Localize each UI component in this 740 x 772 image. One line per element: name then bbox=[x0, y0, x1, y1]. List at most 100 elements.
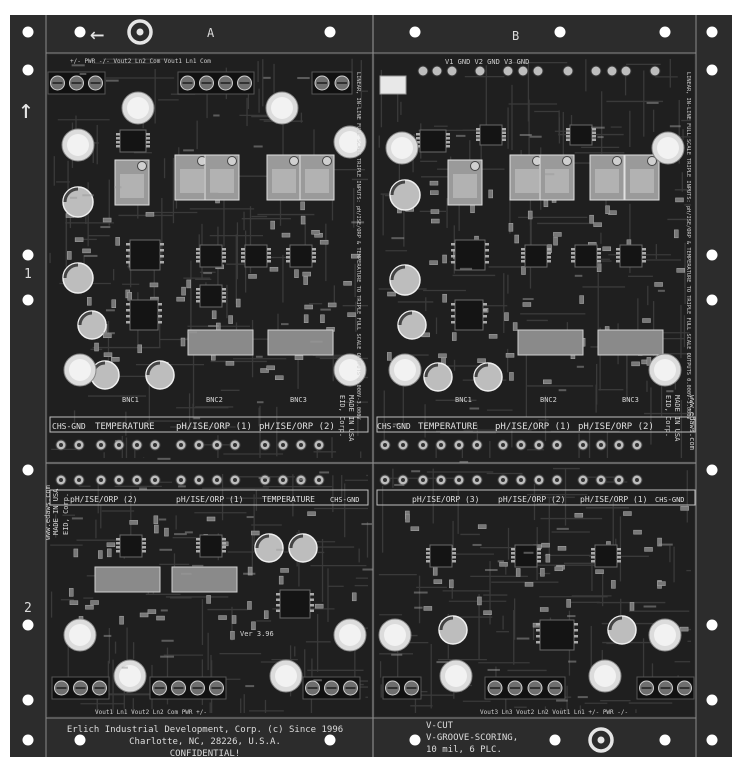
silk-mark bbox=[158, 518, 167, 521]
ic-pin bbox=[142, 542, 146, 545]
silk-mark bbox=[484, 569, 498, 572]
label-a: A bbox=[207, 26, 215, 40]
ic-pin bbox=[241, 260, 245, 263]
mounting-hole-center bbox=[69, 359, 91, 381]
smd-part bbox=[676, 268, 686, 273]
ic-chip bbox=[199, 534, 223, 558]
bnc-labels-top-a: BNC1 BNC2 BNC3 bbox=[122, 396, 307, 404]
rail-hole bbox=[22, 26, 34, 38]
smd-part bbox=[303, 314, 309, 323]
test-pad bbox=[606, 65, 618, 77]
smd-part bbox=[602, 246, 611, 252]
smd-part bbox=[574, 512, 584, 518]
test-pad bbox=[590, 65, 602, 77]
terminal-block bbox=[177, 71, 255, 95]
smd-part bbox=[557, 546, 567, 551]
cap-stripe bbox=[63, 263, 79, 279]
smd-part bbox=[87, 297, 92, 306]
silk-mark bbox=[574, 274, 583, 277]
smd-part bbox=[303, 276, 308, 285]
ic-chip bbox=[129, 299, 159, 331]
silk-mark bbox=[100, 226, 111, 229]
resistor-pack bbox=[597, 329, 664, 356]
cap-stripe bbox=[608, 616, 623, 631]
resistor-pack bbox=[187, 329, 254, 356]
bnc-section-b-bottom: pH/ISE/ORP (3) pH/ISE/ORP (2) pH/ISE/ORP… bbox=[412, 495, 685, 504]
desc-a: LINEAR, IN-LINE FULL SCALE TRIPLE INPUTS… bbox=[355, 72, 361, 420]
mounting-hole-center bbox=[271, 97, 293, 119]
vcut-line-1: V-CUT bbox=[426, 721, 454, 731]
ic-pin bbox=[426, 548, 430, 551]
ic-pin bbox=[597, 260, 601, 263]
ic-pin bbox=[446, 145, 450, 148]
smd-part bbox=[623, 511, 632, 516]
smd-part bbox=[211, 310, 217, 320]
smd-part bbox=[593, 222, 602, 227]
svg-text:pH/ISE/ORP (1): pH/ISE/ORP (1) bbox=[580, 495, 647, 504]
ic-chip bbox=[514, 544, 538, 568]
mounting-hole-center bbox=[67, 134, 89, 156]
electrolytic-capacitor bbox=[254, 533, 284, 563]
header-connector bbox=[379, 75, 407, 95]
test-pad bbox=[446, 65, 458, 77]
smd-part bbox=[294, 269, 299, 278]
ic-pin bbox=[276, 593, 280, 596]
silk-mark bbox=[313, 679, 322, 682]
svg-text:BNC1: BNC1 bbox=[455, 396, 472, 404]
rail-hole bbox=[659, 26, 671, 38]
silk-mark bbox=[174, 533, 187, 536]
bnc-pad-hole bbox=[555, 478, 559, 482]
smd-part bbox=[539, 607, 549, 612]
smd-part bbox=[508, 223, 514, 232]
ic-pin bbox=[310, 604, 314, 607]
ic-pin bbox=[547, 248, 551, 251]
test-pad bbox=[417, 65, 429, 77]
rail-hole bbox=[706, 464, 718, 476]
ic-pin bbox=[616, 248, 620, 251]
smd-part bbox=[596, 263, 602, 272]
smd-part bbox=[314, 603, 324, 609]
label-row-2: 2 bbox=[24, 601, 32, 616]
smd-part bbox=[504, 312, 509, 321]
ic-pin bbox=[222, 252, 226, 255]
ic-pin bbox=[446, 133, 450, 136]
ic-pin bbox=[158, 321, 162, 324]
rail-hole bbox=[706, 294, 718, 306]
silk-mark bbox=[139, 487, 148, 490]
smd-part bbox=[304, 304, 313, 310]
silk-mark bbox=[391, 237, 405, 240]
rail-hole bbox=[554, 26, 566, 38]
trim-screw bbox=[289, 156, 299, 166]
silk-mark bbox=[181, 572, 192, 575]
svg-text:CHS-GND: CHS-GND bbox=[655, 496, 685, 504]
bnc-label-bar bbox=[49, 416, 369, 433]
electrolytic-capacitor bbox=[389, 179, 421, 211]
svg-text:pH/ISE/ORP (2): pH/ISE/ORP (2) bbox=[70, 495, 137, 504]
smd-part bbox=[103, 352, 113, 357]
ic-pin bbox=[222, 288, 226, 291]
silk-mark bbox=[487, 668, 500, 671]
cap-stripe bbox=[390, 265, 406, 281]
smd-part bbox=[156, 615, 165, 621]
bnc-pad-hole bbox=[135, 478, 139, 482]
trim-label-area bbox=[305, 169, 329, 193]
ic-chip bbox=[619, 244, 643, 268]
mounting-hole-center bbox=[119, 665, 141, 687]
ic-pin bbox=[286, 248, 290, 251]
smd-part bbox=[431, 218, 440, 224]
svg-text:CHS-GND: CHS-GND bbox=[330, 496, 360, 504]
cap-stripe bbox=[474, 363, 489, 378]
smd-part bbox=[521, 266, 526, 275]
silk-mark bbox=[658, 543, 673, 546]
ic-pin bbox=[196, 296, 200, 299]
ic-chip bbox=[479, 124, 503, 146]
smd-part bbox=[499, 562, 508, 567]
silk-mark bbox=[351, 221, 365, 224]
bnc-section-b-top: CHS-GND TEMPERATURE pH/ISE/ORP (1) pH/IS… bbox=[377, 422, 654, 432]
svg-text:pH/ISE/ORP (1): pH/ISE/ORP (1) bbox=[176, 422, 252, 432]
ic-pin bbox=[426, 560, 430, 563]
silk-mark bbox=[646, 101, 659, 104]
bnc-section-a-top: CHS-GND TEMPERATURE pH/ISE/ORP (1) pH/IS… bbox=[52, 422, 335, 432]
bnc-pad-hole bbox=[537, 443, 541, 447]
